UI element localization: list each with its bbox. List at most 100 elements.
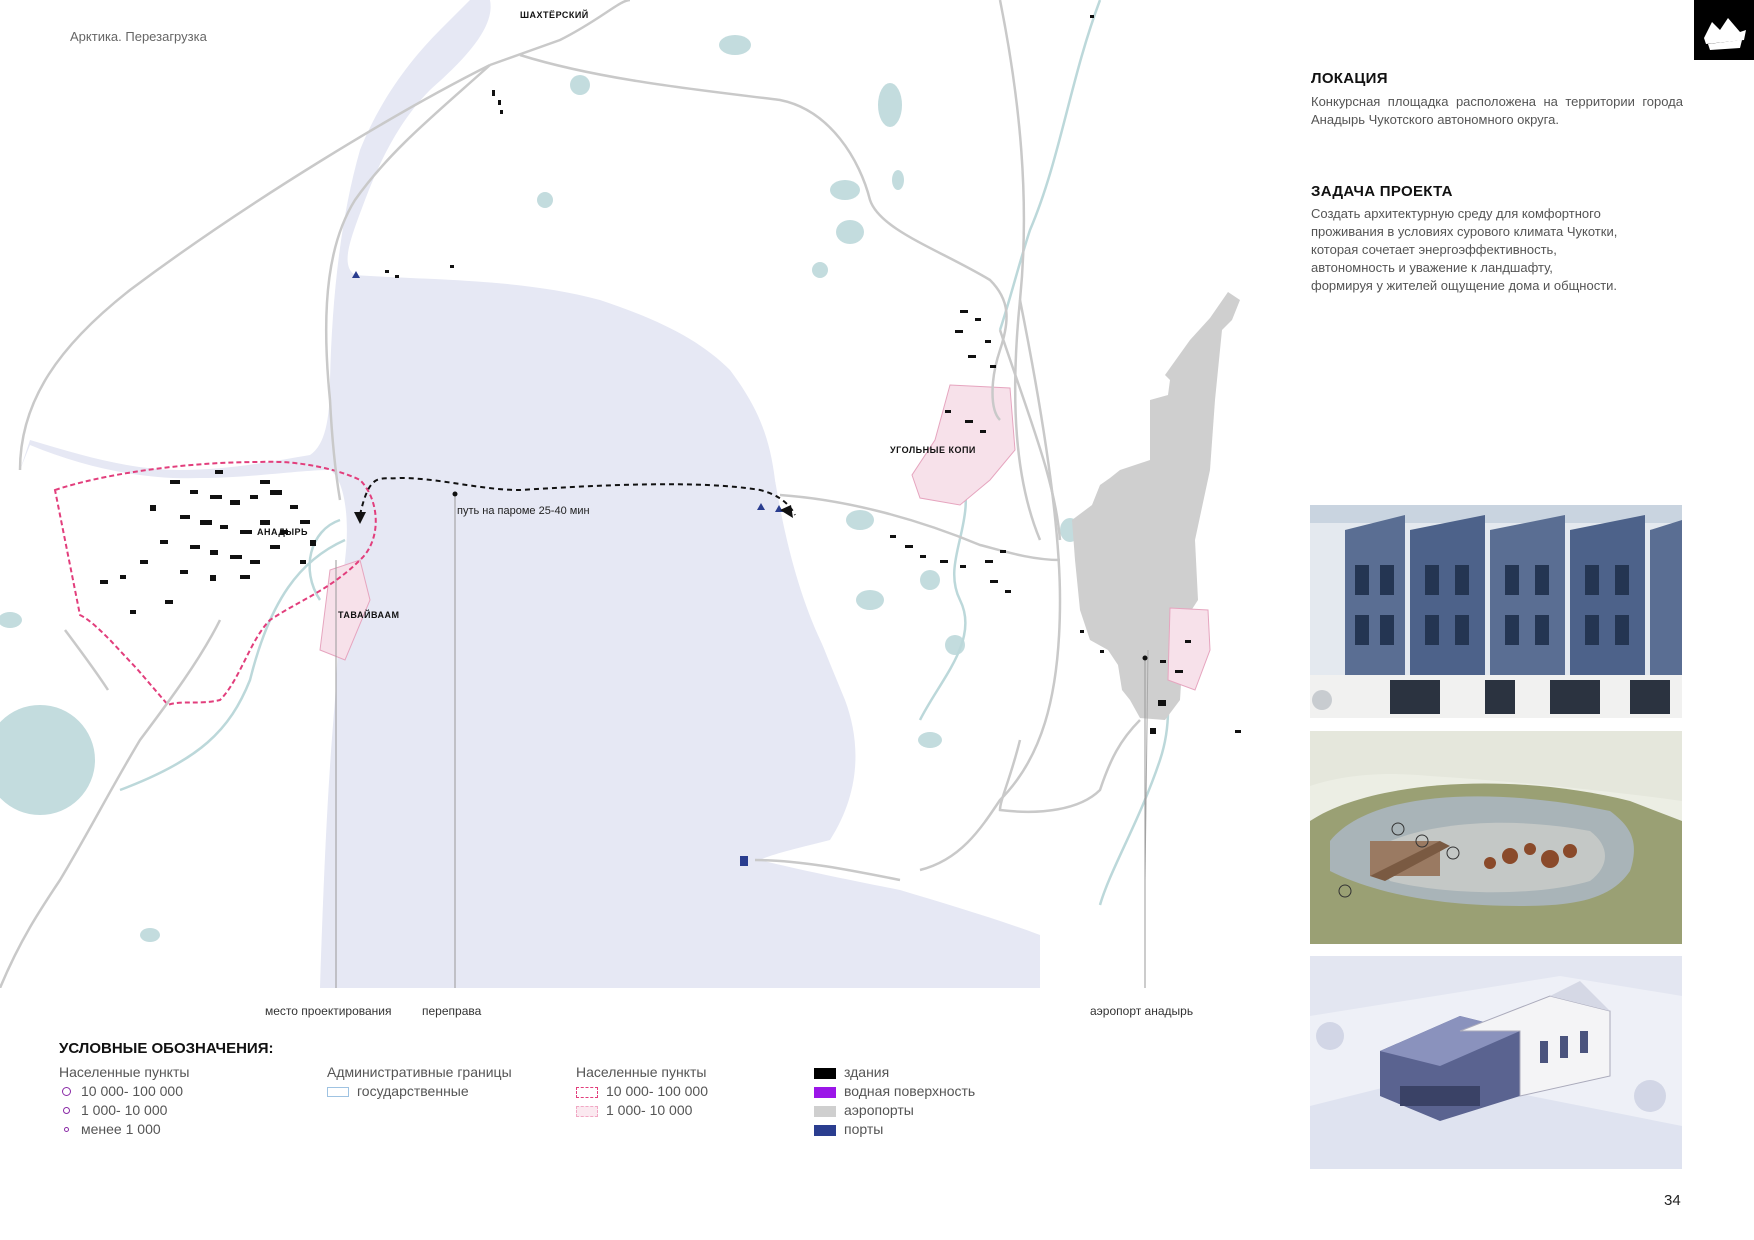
legend-title: УСЛОВНЫЕ ОБОЗНАЧЕНИЯ: xyxy=(59,1040,274,1057)
road xyxy=(489,0,631,67)
dashed-border-small-swatch xyxy=(576,1105,598,1117)
render-axonometric-image xyxy=(1310,956,1682,1169)
settlement-tavaivaam xyxy=(319,559,371,661)
place-label-shakhtersky: ШАХТЁРСКИЙ xyxy=(520,10,589,20)
settlement-airport xyxy=(1167,607,1211,691)
dashed-border-large-swatch xyxy=(576,1086,598,1098)
legend-admin: Административные границы государственные xyxy=(327,1063,512,1101)
render-facade-image xyxy=(1310,505,1682,718)
lake xyxy=(920,570,940,590)
lake xyxy=(878,83,902,127)
lake xyxy=(892,170,904,190)
river xyxy=(998,0,1102,331)
render-facade[interactable] xyxy=(1310,505,1682,718)
road xyxy=(1013,299,1042,541)
lake xyxy=(537,192,553,208)
place-label-tavaivaam: ТАВАЙВААМ xyxy=(338,610,400,620)
lakes xyxy=(0,35,1192,942)
task-text: Создать архитектурную среду для комфортн… xyxy=(1311,205,1691,295)
land-south-west xyxy=(0,445,347,988)
legend-features: здания водная поверхность аэропорты порт… xyxy=(814,1063,975,1139)
road xyxy=(324,64,491,501)
legend-heading: Населенные пункты xyxy=(59,1064,190,1080)
road xyxy=(919,299,1062,872)
render-landscape[interactable] xyxy=(1310,731,1682,944)
legend-item: водная поверхность xyxy=(814,1082,975,1101)
lake xyxy=(719,35,751,55)
lake-big xyxy=(0,705,95,815)
place-label-anadyr: АНАДЫРЬ xyxy=(257,527,309,537)
logo xyxy=(1694,0,1754,60)
lake xyxy=(570,75,590,95)
buildings-swatch xyxy=(814,1067,836,1079)
lake xyxy=(812,262,828,278)
legend-heading: Населенные пункты xyxy=(576,1064,707,1080)
task-line: проживания в условиях сурового климата Ч… xyxy=(1311,224,1618,239)
legend-item: порты xyxy=(814,1120,975,1139)
road xyxy=(998,0,1026,301)
lake xyxy=(836,220,864,244)
airport-swatch xyxy=(814,1105,836,1117)
task-line: автономность и уважение к ландшафту, xyxy=(1311,260,1553,275)
legend-heading: Административные границы xyxy=(327,1064,512,1080)
lake xyxy=(856,590,884,610)
location-title: ЛОКАЦИЯ xyxy=(1311,70,1388,87)
port-icon xyxy=(352,271,360,278)
road xyxy=(63,629,110,691)
task-line: которая сочетает энергоэффективность, xyxy=(1311,242,1557,257)
road xyxy=(998,329,1062,541)
buildings-anadyr xyxy=(100,470,316,614)
state-border-swatch xyxy=(327,1087,349,1098)
legend-item: 10 000- 100 000 xyxy=(59,1082,189,1101)
port-icon xyxy=(740,856,748,866)
task-line: Создать архитектурную среду для комфортн… xyxy=(1311,206,1601,221)
lake xyxy=(918,732,942,748)
circle-medium-icon xyxy=(63,1107,70,1114)
render-axonometric[interactable] xyxy=(1310,956,1682,1169)
lake xyxy=(0,612,22,628)
logo-icon xyxy=(1704,18,1746,50)
task-line: формируя у жителей ощущение дома и общно… xyxy=(1311,278,1618,293)
water-swatch xyxy=(814,1086,836,1098)
place-label-ugolnye-kopi: УГОЛЬНЫЕ КОПИ xyxy=(890,445,976,455)
legend-settlement-points: Населенные пункты 10 000- 100 000 1 000-… xyxy=(59,1063,189,1139)
river xyxy=(119,538,346,792)
roads xyxy=(0,0,1141,989)
river xyxy=(308,518,341,601)
port-icon xyxy=(757,503,765,510)
road xyxy=(779,493,1061,562)
project-title: Арктика. Перезагрузка xyxy=(70,29,207,44)
legend-item: 10 000- 100 000 xyxy=(576,1082,708,1101)
circle-small-icon xyxy=(64,1127,69,1132)
lake xyxy=(846,510,874,530)
anadyr-border xyxy=(53,460,377,707)
legend-item: государственные xyxy=(327,1082,512,1101)
render-landscape-image xyxy=(1310,731,1682,944)
port-swatch xyxy=(814,1124,836,1136)
ferry-route-label: путь на пароме 25-40 мин xyxy=(457,505,590,517)
page-number: 34 xyxy=(1664,1192,1681,1209)
legend-item: 1 000- 10 000 xyxy=(59,1101,189,1120)
legend-item: 1 000- 10 000 xyxy=(576,1101,708,1120)
river xyxy=(918,469,967,721)
settlement-ugolnye-kopi xyxy=(911,384,1016,506)
legend-item: здания xyxy=(814,1063,975,1082)
callout-design-site: место проектирования xyxy=(265,1004,392,1018)
airport-point xyxy=(1142,655,1148,661)
lake xyxy=(830,180,860,200)
road xyxy=(18,63,491,471)
location-text: Конкурсная площадка расположена на терри… xyxy=(1311,94,1683,127)
legend-item: менее 1 000 xyxy=(59,1120,189,1139)
road xyxy=(0,619,222,989)
callout-airport: аэропорт анадырь xyxy=(1090,1004,1194,1018)
task-title: ЗАДАЧА ПРОЕКТА xyxy=(1311,183,1453,200)
crossing-point xyxy=(452,491,458,497)
legend-settlement-areas: Населенные пункты 10 000- 100 000 1 000-… xyxy=(576,1063,708,1120)
callout-crossing: переправа xyxy=(422,1004,482,1018)
ferry-arrow-left xyxy=(354,512,366,524)
road xyxy=(754,858,901,882)
buildings-east xyxy=(385,15,1241,734)
map-canvas[interactable] xyxy=(0,0,1265,989)
circle-large-icon xyxy=(62,1087,71,1096)
ferry-arrow-right xyxy=(780,505,793,518)
